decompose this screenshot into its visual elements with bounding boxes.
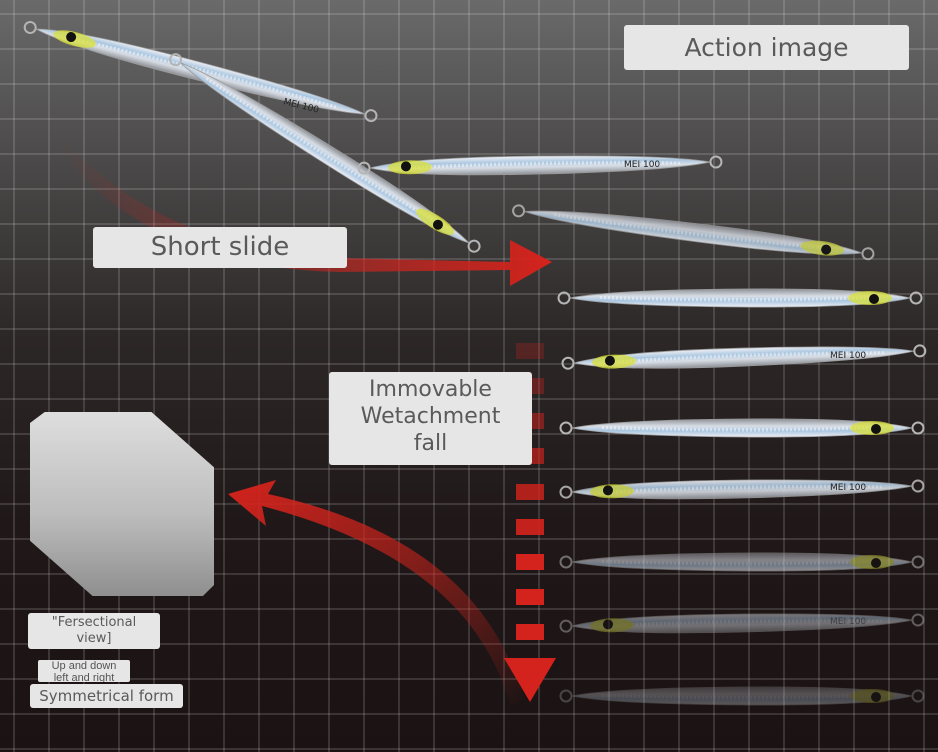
cross-section-icon (30, 412, 214, 596)
lure-icon (561, 340, 927, 374)
lure-mark: MEI 100 (624, 160, 660, 170)
fall-label-line: Wetachment (360, 404, 501, 429)
lure-mark: MEI 100 (830, 617, 866, 627)
short-slide-label: Short slide (93, 227, 347, 268)
lure-mark: MEI 100 (830, 351, 866, 361)
dashed-down-arrow-icon (504, 343, 556, 702)
cross-section-label-line: "Fersectional (51, 615, 137, 630)
page-title: Action image (624, 25, 909, 70)
fall-label-line: Immovable (369, 377, 492, 402)
updown-label: Up and down left and right (38, 660, 130, 682)
lure-icon (559, 475, 925, 503)
lure-icon (165, 48, 485, 258)
lure-icon (357, 151, 723, 179)
cross-section-label-line: view] (76, 631, 112, 646)
lure-icon (557, 287, 923, 309)
lure-icon (511, 200, 876, 265)
cross-section-label: "Fersectional view] (28, 613, 160, 649)
fall-label-line: fall (413, 431, 448, 456)
lure-icon (559, 609, 925, 637)
updown-label-line: left and right (53, 672, 115, 682)
lure-icon (559, 685, 925, 707)
lure-icon (559, 417, 925, 439)
lure-icon (559, 551, 925, 573)
lure-mark: MEI 100 (830, 483, 866, 493)
curved-arrow-icon (228, 480, 524, 705)
symmetrical-form-label: Symmetrical form (30, 684, 183, 708)
fall-label: Immovable Wetachment fall (329, 372, 532, 465)
updown-label-line: Up and down (51, 660, 117, 672)
